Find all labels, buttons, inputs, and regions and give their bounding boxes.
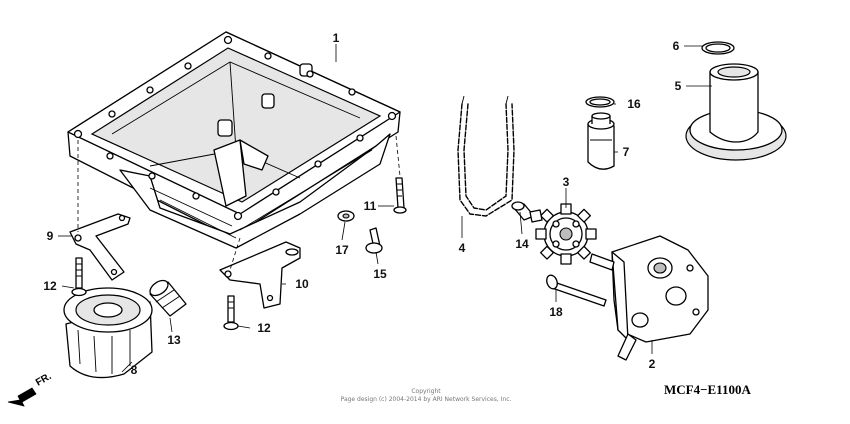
oil-pump-part[interactable] xyxy=(589,235,709,361)
callout-15[interactable]: 15 xyxy=(373,267,387,281)
callout-12a[interactable]: 12 xyxy=(43,279,57,293)
bolt-12b-part[interactable] xyxy=(223,295,239,331)
callout-1[interactable]: 1 xyxy=(333,31,340,45)
washer-17-part[interactable] xyxy=(337,210,355,222)
drain-bolt-15-part[interactable] xyxy=(365,227,383,254)
callout-10[interactable]: 10 xyxy=(295,277,309,291)
relief-valve-part[interactable] xyxy=(587,112,615,170)
oil-pump-sprocket-part[interactable] xyxy=(535,203,597,265)
callout-5[interactable]: 5 xyxy=(675,79,682,93)
oil-pan-part[interactable] xyxy=(67,31,401,249)
front-direction-arrow: FR. xyxy=(7,371,54,407)
callout-16[interactable]: 16 xyxy=(627,97,641,111)
copyright-line-2: Page design (c) 2004-2014 by ARI Network… xyxy=(341,396,512,403)
bolt-11-part[interactable] xyxy=(393,177,407,214)
front-label: FR. xyxy=(34,371,54,389)
callout-3[interactable]: 3 xyxy=(563,175,570,189)
copyright-line-1: Copyright xyxy=(411,388,441,395)
bolt-18-part[interactable] xyxy=(545,274,607,307)
callout-2[interactable]: 2 xyxy=(649,357,656,371)
callout-7[interactable]: 7 xyxy=(623,145,630,159)
callout-6[interactable]: 6 xyxy=(673,39,680,53)
o-ring-6-part[interactable] xyxy=(701,41,735,55)
callout-13[interactable]: 13 xyxy=(167,333,181,347)
callout-9[interactable]: 9 xyxy=(47,229,54,243)
oil-pump-chain-part[interactable] xyxy=(457,95,515,217)
stay-10-part[interactable] xyxy=(219,241,301,309)
callout-8[interactable]: 8 xyxy=(131,363,138,377)
oil-filter-part[interactable] xyxy=(63,287,153,379)
oil-pressure-switch-part[interactable] xyxy=(511,201,543,223)
pipe-13-part[interactable] xyxy=(147,277,187,317)
callout-18[interactable]: 18 xyxy=(549,305,563,319)
callout-11[interactable]: 11 xyxy=(364,199,377,213)
callout-4[interactable]: 4 xyxy=(459,241,466,255)
bolt-12a-part[interactable] xyxy=(71,257,87,297)
diagram-code: MCF4−E1100A xyxy=(664,382,751,397)
callout-14[interactable]: 14 xyxy=(515,237,529,251)
oil-strainer-part[interactable] xyxy=(685,63,787,161)
callout-12b[interactable]: 12 xyxy=(257,321,271,335)
o-ring-16-part[interactable] xyxy=(585,96,615,108)
leader-lines xyxy=(58,44,712,373)
callout-17[interactable]: 17 xyxy=(335,243,349,257)
stay-9-part[interactable] xyxy=(69,213,131,281)
